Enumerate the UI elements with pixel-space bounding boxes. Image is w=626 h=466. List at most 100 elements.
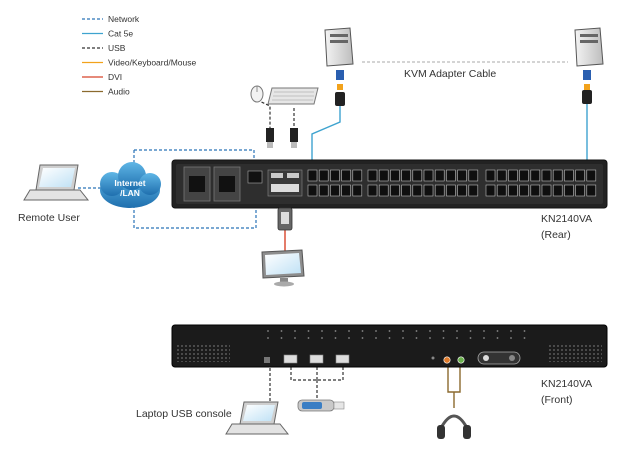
rear-port-banks [307, 169, 597, 197]
kn2140va-rear-unit [171, 159, 608, 209]
rj45-port [468, 184, 479, 197]
rj45-port [412, 184, 423, 197]
status-led [307, 330, 310, 332]
legend-label: Video/Keyboard/Mouse [108, 58, 196, 68]
rj45-port [519, 169, 529, 182]
status-led [415, 330, 418, 332]
rj45-port [485, 169, 496, 182]
status-led [510, 330, 512, 332]
status-led [348, 337, 350, 339]
status-led [375, 337, 377, 339]
rj45-port [434, 169, 445, 182]
status-led [321, 337, 323, 339]
rj45-port [401, 184, 411, 197]
front-position-label: (Front) [541, 394, 573, 406]
status-led [483, 330, 485, 332]
rj45-port [307, 169, 318, 182]
status-led [456, 330, 458, 332]
status-led [348, 330, 350, 332]
legend-label: Network [108, 14, 140, 24]
status-led [510, 337, 512, 339]
status-led [442, 330, 445, 332]
rj45-port [530, 169, 541, 182]
rj45-port [552, 169, 563, 182]
status-led [523, 330, 526, 332]
remote-user-label: Remote User [18, 212, 80, 224]
kvm-adapter-icon [582, 70, 592, 104]
rj45-port [541, 169, 552, 182]
kvm-adapter-icon [335, 70, 345, 106]
rj45-port [552, 184, 563, 197]
status-led [334, 330, 337, 332]
status-led [442, 337, 445, 339]
rj45-port [575, 184, 585, 197]
front-usb-bracket [290, 367, 344, 400]
status-led [388, 330, 391, 332]
rj45-port [508, 184, 518, 197]
remote-user-laptop [23, 164, 90, 201]
rj45-port [352, 184, 363, 197]
rj45-port [401, 169, 411, 182]
rj45-port [390, 184, 400, 197]
status-led [294, 330, 296, 332]
internet-lan-cloud [100, 162, 161, 208]
rj45-port [457, 169, 467, 182]
legend-label: DVI [108, 72, 122, 82]
rj45-port [586, 184, 597, 197]
status-led [294, 337, 296, 339]
rj45-port [586, 169, 597, 182]
kn2140va-front-unit [171, 324, 608, 368]
rj45-port [564, 169, 574, 182]
rj45-port [485, 184, 496, 197]
rj45-port [423, 184, 434, 197]
cloud-label-line1: Internet [114, 178, 145, 188]
status-led [496, 330, 499, 332]
status-led [267, 337, 269, 339]
status-led [469, 330, 472, 332]
mouse-icon [250, 85, 264, 103]
status-led [375, 330, 377, 332]
rj45-port [318, 169, 329, 182]
usb-flash-drive-icon [297, 399, 345, 412]
status-led [267, 330, 269, 332]
status-led [388, 337, 391, 339]
cat5e-cable-server1 [311, 106, 341, 160]
rj45-port [446, 184, 456, 197]
status-led [402, 337, 404, 339]
status-led [469, 337, 472, 339]
rj45-port [330, 184, 340, 197]
rj45-port [496, 169, 507, 182]
monitor-icon [261, 249, 305, 287]
rj45-port [519, 184, 529, 197]
rj45-port [367, 184, 378, 197]
legend-label: Audio [108, 87, 130, 97]
front-led-row [267, 330, 526, 339]
laptop-console-label: Laptop USB console [136, 408, 232, 420]
rj45-port [496, 184, 507, 197]
rear-model-label: KN2140VA [541, 213, 592, 225]
rj45-port [575, 169, 585, 182]
rj45-port [457, 184, 467, 197]
kvm-adapter-cable-label: KVM Adapter Cable [404, 68, 496, 80]
rj45-port [564, 184, 574, 197]
headphones-icon [437, 414, 471, 439]
rj45-port [378, 184, 389, 197]
rj45-port [468, 169, 479, 182]
rj45-port [390, 169, 400, 182]
status-led [321, 330, 323, 332]
status-led [523, 337, 526, 339]
status-led [429, 337, 431, 339]
audio-cable [447, 366, 461, 408]
status-led [496, 337, 499, 339]
legend-label: Cat 5e [108, 29, 133, 39]
usb-plug-icon [290, 128, 298, 148]
status-led [307, 337, 310, 339]
rj45-port [530, 184, 541, 197]
rj45-port [541, 184, 552, 197]
rj45-port [446, 169, 456, 182]
rj45-port [341, 184, 351, 197]
rear-position-label: (Rear) [541, 229, 571, 241]
server-tower-icon [324, 27, 354, 67]
